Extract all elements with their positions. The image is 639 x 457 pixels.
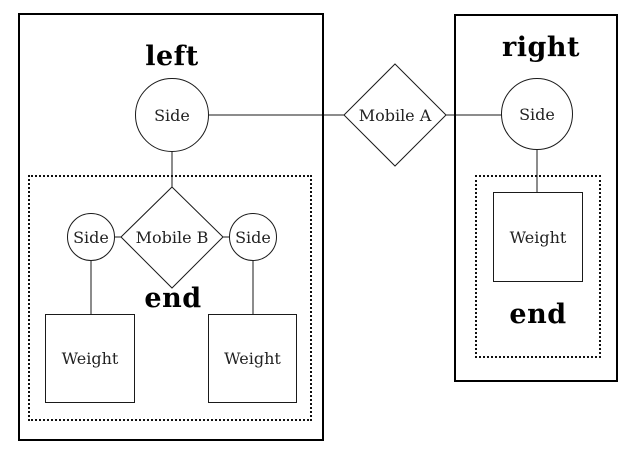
left-weight-node-2: Weight	[208, 314, 297, 403]
left-end-group-box	[28, 175, 312, 421]
left-weight-label-2: Weight	[224, 349, 281, 368]
left-weight-label-1: Weight	[61, 349, 119, 368]
right-weight-node: Weight	[493, 192, 583, 282]
right-panel-box	[454, 14, 618, 382]
mobile-a-label: Mobile A	[358, 105, 432, 125]
right-weight-label: Weight	[509, 227, 567, 247]
mobile-b-diamond	[120, 186, 224, 289]
right-panel-title: right	[502, 31, 580, 63]
mobile-b-label: Mobile B	[135, 227, 209, 247]
left-root-side-label: Side	[154, 105, 190, 125]
left-panel-box	[18, 13, 324, 441]
inner-right-side-label: Side	[235, 227, 271, 247]
inner-left-side-node: Side	[67, 213, 115, 261]
right-root-side-node: Side	[501, 78, 573, 150]
left-root-side-node: Side	[135, 78, 209, 152]
inner-left-side-label: Side	[73, 227, 109, 247]
right-end-group-box	[475, 175, 601, 358]
left-end-label: end	[144, 282, 202, 314]
mobile-a-diamond	[343, 63, 447, 167]
right-root-side-label: Side	[519, 104, 555, 124]
left-panel-title: left	[145, 40, 199, 72]
right-end-label: end	[509, 298, 567, 330]
inner-right-side-node: Side	[229, 213, 277, 261]
left-weight-node-1: Weight	[45, 314, 135, 403]
